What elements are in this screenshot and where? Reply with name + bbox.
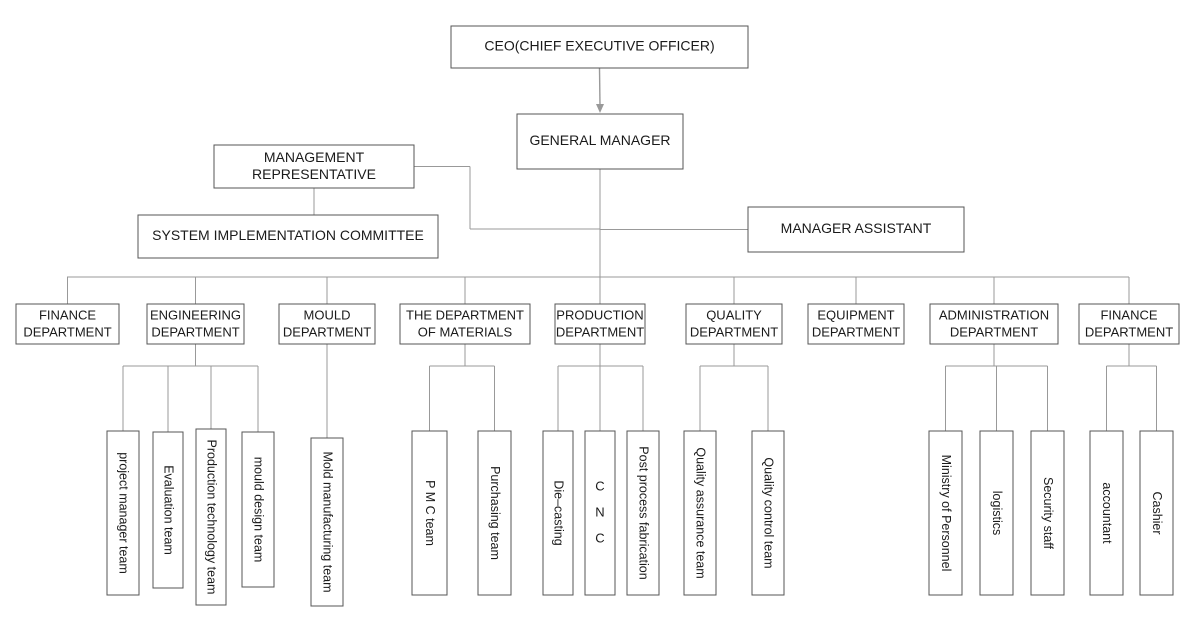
department-box-materials-label-line2: OF MATERIALS (418, 324, 513, 339)
department-box-administration-label-line2: DEPARTMENT (950, 324, 1038, 339)
team-box-quality-control-team[interactable]: Quality control team (751, 430, 785, 596)
team-box-cashier-label: Cashier (1150, 491, 1164, 534)
team-box-purchasing-team[interactable]: Purchasing team (477, 430, 512, 596)
ceo-box[interactable]: CEO(CHIEF EXECUTIVE OFFICER) (450, 25, 749, 69)
team-box-mold-manufacturing-team-label: Mold manufacturing team (321, 451, 335, 592)
team-box-project-manager-team[interactable]: project manager team (106, 430, 140, 596)
department-box-quality-label-line1: QUALITY (706, 307, 762, 322)
team-box-mold-manufacturing-team[interactable]: Mold manufacturing team (310, 437, 344, 607)
system-implementation-committee-box[interactable]: SYSTEM IMPLEMENTATION COMMITTEE (137, 214, 439, 259)
department-box-finance-left[interactable]: FINANCE DEPARTMENT (15, 303, 120, 345)
department-box-production-label-line1: PRODUCTION (556, 307, 643, 322)
manager-assistant-box[interactable]: MANAGER ASSISTANT (747, 206, 965, 253)
team-box-purchasing-team-label: Purchasing team (488, 466, 502, 560)
team-box-quality-control-team-label: Quality control team (762, 457, 776, 568)
department-box-equipment[interactable]: EQUIPMENT DEPARTMENT (807, 303, 905, 345)
team-box-cashier[interactable]: Cashier (1139, 430, 1174, 596)
team-box-die-casting-label: Die–casting (552, 480, 566, 545)
team-box-production-technology-team-label: Production technology team (205, 440, 219, 595)
team-box-accountant[interactable]: accountant (1089, 430, 1124, 596)
team-box-ministry-of-personnel[interactable]: Ministry of Personnel (928, 430, 963, 596)
general-manager-box-label: GENERAL MANAGER (529, 132, 670, 148)
team-box-production-technology-team[interactable]: Production technology team (195, 428, 227, 606)
connector-lines (67, 67, 1157, 438)
team-box-quality-assurance-team[interactable]: Quality assurance team (683, 430, 717, 596)
department-box-quality-label-line2: DEPARTMENT (690, 324, 778, 339)
department-box-equipment-label-line2: DEPARTMENT (812, 324, 900, 339)
team-box-c-n-c[interactable]: CNC (584, 430, 616, 596)
general-manager-box[interactable]: GENERAL MANAGER (516, 113, 684, 170)
team-box-die-casting[interactable]: Die–casting (542, 430, 574, 596)
team-box-logistics[interactable]: logistics (979, 430, 1014, 596)
department-box-finance-right-label-line1: FINANCE (1100, 307, 1157, 322)
team-box-c-n-c-letter-2: N (595, 504, 604, 519)
team-box-evaluation-team[interactable]: Evaluation team (152, 431, 184, 589)
department-box-engineering[interactable]: ENGINEERING DEPARTMENT (146, 303, 245, 345)
team-box-c-n-c-letter-3: C (595, 530, 604, 545)
team-box-mould-design-team[interactable]: mould design team (241, 431, 275, 588)
department-box-materials[interactable]: THE DEPARTMENT OF MATERIALS (399, 303, 531, 345)
team-box-post-process-fabrication[interactable]: Post process fabrication (626, 430, 660, 596)
department-box-production[interactable]: PRODUCTION DEPARTMENT (554, 303, 646, 345)
department-box-administration-label-line1: ADMINISTRATION (939, 307, 1049, 322)
node-boxes: CEO(CHIEF EXECUTIVE OFFICER) GENERAL MANA… (15, 25, 1180, 607)
department-box-finance-left-label-line1: FINANCE (39, 307, 96, 322)
team-box-project-manager-team-label: project manager team (117, 452, 131, 574)
team-box-post-process-fabrication-label: Post process fabrication (637, 446, 651, 579)
department-box-administration[interactable]: ADMINISTRATION DEPARTMENT (929, 303, 1059, 345)
team-box-c-n-c-letter-1: C (595, 478, 604, 493)
department-box-mould[interactable]: MOULD DEPARTMENT (278, 303, 376, 345)
department-box-equipment-label-line1: EQUIPMENT (817, 307, 894, 322)
system-implementation-committee-box-label: SYSTEM IMPLEMENTATION COMMITTEE (152, 227, 424, 243)
manager-assistant-box-label: MANAGER ASSISTANT (781, 220, 932, 236)
ceo-to-general-manager-arrow (596, 67, 604, 113)
department-box-finance-right-label-line2: DEPARTMENT (1085, 324, 1173, 339)
team-box-evaluation-team-label: Evaluation team (162, 465, 176, 555)
management-representative-box-label-line2: REPRESENTATIVE (252, 166, 376, 182)
team-box-accountant-label: accountant (1100, 482, 1114, 544)
team-box-ministry-of-personnel-label: Ministry of Personnel (939, 455, 953, 572)
department-box-finance-right[interactable]: FINANCE DEPARTMENT (1078, 303, 1180, 345)
team-box-p-m-c-team-label: P M C team (423, 480, 437, 546)
department-box-mould-label-line2: DEPARTMENT (283, 324, 371, 339)
department-box-engineering-label-line2: DEPARTMENT (151, 324, 239, 339)
department-box-production-label-line2: DEPARTMENT (556, 324, 644, 339)
department-box-engineering-label-line1: ENGINEERING (150, 307, 241, 322)
team-box-security-staff-label: Security staff (1041, 477, 1055, 550)
team-box-quality-assurance-team-label: Quality assurance team (694, 447, 708, 578)
department-box-quality[interactable]: QUALITY DEPARTMENT (685, 303, 783, 345)
team-box-security-staff[interactable]: Security staff (1030, 430, 1065, 596)
department-box-finance-left-label-line2: DEPARTMENT (23, 324, 111, 339)
team-box-p-m-c-team[interactable]: P M C team (411, 430, 448, 596)
ceo-box-label: CEO(CHIEF EXECUTIVE OFFICER) (484, 38, 714, 54)
team-box-mould-design-team-label: mould design team (252, 457, 266, 563)
management-representative-box-label-line1: MANAGEMENT (264, 149, 365, 165)
department-box-mould-label-line1: MOULD (304, 307, 351, 322)
team-box-logistics-label: logistics (990, 491, 1004, 535)
department-box-materials-label-line1: THE DEPARTMENT (406, 307, 524, 322)
